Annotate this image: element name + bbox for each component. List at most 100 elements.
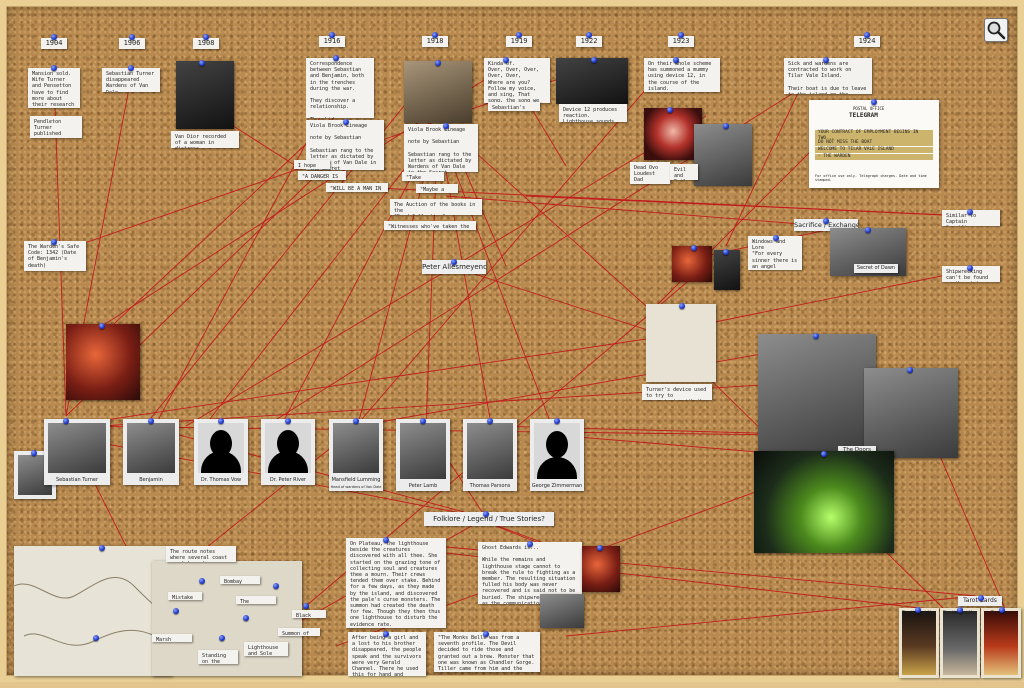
note-viola-brook: Viola Brook Lineage note by Sebastian Se…	[404, 124, 478, 172]
note-1908: Van Dior recorded of a woman in distress…	[171, 131, 239, 148]
note-1924: Sick and wardens are contracted to work …	[784, 58, 872, 94]
label-secret-of-dawn: Secret of Dawn	[854, 264, 898, 273]
note-auction: The Auction of the books in the "Dead Co…	[390, 199, 482, 215]
portrait-photo	[127, 423, 175, 473]
telegram-line-4: - THE WARDEN	[815, 154, 933, 160]
pin	[597, 545, 603, 551]
pin	[915, 607, 921, 613]
pin	[673, 57, 679, 63]
portrait-peter-lamb: Peter Lamb	[396, 419, 450, 491]
tarot-art	[984, 611, 1018, 675]
note-map-e: Marsh grave stands	[152, 634, 192, 642]
pin	[99, 545, 105, 551]
pin	[678, 32, 684, 38]
pin	[864, 32, 870, 38]
note-map-g: Standing on the rock	[198, 650, 238, 664]
note-turner-device: Turner's device used to try to communica…	[642, 384, 712, 400]
note-windows-lore: Windows and Lore "For every sinner there…	[748, 236, 802, 270]
pin	[483, 631, 489, 637]
telegram-office: POSTAL OFFICE	[853, 106, 885, 111]
person-name: Mansfield Lumming	[331, 477, 381, 483]
note-sebastian-walk: Sebastian's gone for a walk?	[488, 102, 540, 111]
pin	[273, 583, 279, 589]
note-1916: Correspondence between Sebastian and Ben…	[306, 58, 374, 118]
year-1906: 1906	[119, 38, 145, 49]
pin	[691, 245, 697, 251]
portrait-benjamin: Benjamin	[123, 419, 179, 485]
note-maybe-rit: "Maybe a Rit?"	[416, 184, 458, 193]
note-map-h: Lighthouse and Sole Bell	[244, 642, 288, 656]
pin	[333, 55, 339, 61]
pin	[148, 418, 154, 424]
note-map-b: Bombay will notice	[220, 576, 260, 584]
portrait-photo	[48, 423, 106, 473]
coastline-drawing	[14, 576, 172, 647]
pin	[591, 57, 597, 63]
pin	[554, 418, 560, 424]
pin	[420, 418, 426, 424]
pin	[51, 239, 57, 245]
pin	[527, 541, 533, 547]
zoom-button[interactable]	[984, 18, 1008, 42]
year-1904: 1904	[41, 38, 67, 49]
note-map-f: Black marsh	[292, 610, 326, 618]
pin	[773, 235, 779, 241]
photo-group-1918	[404, 61, 472, 123]
photo-lighthouse	[556, 58, 628, 104]
note-monks-bells: "The Monks Bells was from a seventh prof…	[434, 632, 540, 672]
note-map-route: The route notes where several coast wrec…	[166, 546, 236, 562]
portrait-george-zimmerman: George Zimmerman	[530, 419, 584, 491]
telegram-fine-print: For office use only. Telegraph charges. …	[815, 174, 927, 182]
pin	[823, 57, 829, 63]
pin	[667, 107, 673, 113]
pin	[31, 450, 37, 456]
silhouette-icon	[265, 423, 311, 473]
note-map-d: The lighthouse Ice	[236, 596, 276, 604]
magnifier-icon	[987, 21, 1006, 40]
portrait-photo	[333, 423, 379, 473]
year-1924: 1924	[854, 36, 880, 47]
pin	[679, 303, 685, 309]
person-subtitle: Head of wardens of Van Dale	[330, 485, 382, 489]
photo-woman-in-distress	[176, 61, 234, 129]
telegram-title: TELEGRAM	[849, 112, 878, 119]
pin	[871, 99, 877, 105]
pin	[516, 32, 522, 38]
photo-mansion-night	[694, 124, 752, 186]
pin	[173, 608, 179, 614]
telegram-line-2: DO NOT MISS THE BOAT	[815, 140, 933, 146]
year-1919: 1919	[506, 36, 532, 47]
label-peter-allesmeyend: Peter Allesmeyend	[422, 260, 486, 274]
note-dead-boy: Dead Ovo Loudest Dad Monkey Throne	[630, 162, 670, 184]
pin	[487, 418, 493, 424]
pin	[723, 123, 729, 129]
telegram-line-3: WELCOME TO TILAR VALE ISLAND	[815, 147, 933, 153]
pin	[443, 123, 449, 129]
map-coastline	[14, 546, 172, 676]
pin	[967, 265, 973, 271]
year-1918: 1918	[422, 36, 448, 47]
note-1922: Device 12 produces reaction. Lighthouse …	[559, 104, 627, 122]
photo-stone-gate	[540, 594, 584, 628]
note-1904-mansion: Mansion sold. Wife Turner and Pensetton …	[28, 68, 80, 108]
pin	[203, 34, 209, 40]
pin	[957, 607, 963, 613]
person-name: Thomas Parsons	[469, 483, 511, 489]
pin	[586, 32, 592, 38]
tarot-card-the-tower	[981, 608, 1021, 678]
pin	[967, 209, 973, 215]
pin	[129, 34, 135, 40]
pin	[199, 578, 205, 584]
photo-red-hallway	[582, 546, 620, 592]
note-trench-b: "A DANGER IS COMING"	[298, 171, 346, 180]
photo-glowing-eye	[672, 246, 712, 282]
photo-green-portal	[754, 451, 894, 553]
person-name: Dr. Peter River	[269, 477, 307, 483]
portrait-thomas-parsons: Thomas Parsons	[463, 419, 517, 491]
note-1919: Kinda of. Over, Over, Over, Over, Over, …	[484, 58, 550, 103]
note-trench-c: "WILL BE A MAN IN THE LOVE"	[326, 183, 388, 192]
year-1922: 1922	[576, 36, 602, 47]
pin	[383, 537, 389, 543]
note-take-action: "Take action"	[402, 172, 444, 181]
portrait-dr-peter-river: Dr. Peter River	[261, 419, 315, 485]
